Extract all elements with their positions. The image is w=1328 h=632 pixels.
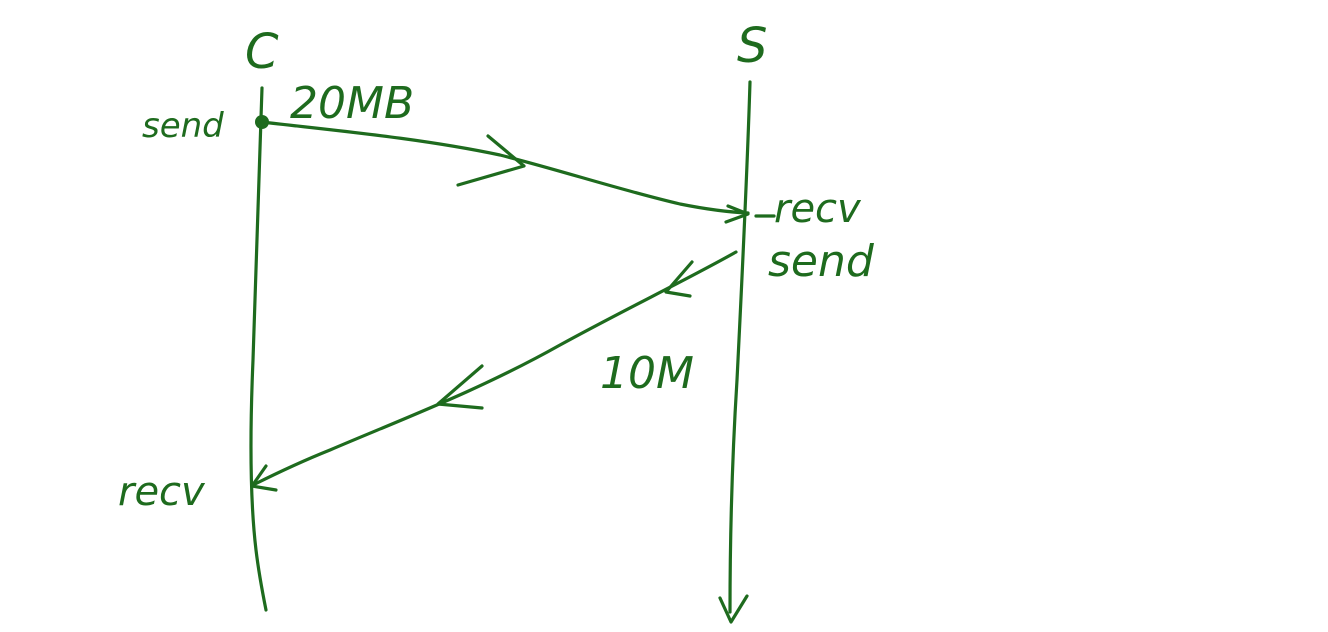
response-end-arrowhead xyxy=(250,464,278,492)
client-lifeline xyxy=(249,86,268,612)
response-arrow-line xyxy=(251,250,738,487)
server-label: S xyxy=(737,18,767,74)
response-size-label: 10M xyxy=(600,348,694,399)
client-send-label: send xyxy=(142,106,224,146)
client-recv-label: recv xyxy=(118,469,206,515)
server-lifeline-arrowhead xyxy=(718,594,749,624)
response-mid-arrowhead-1 xyxy=(664,260,694,298)
client-label: C xyxy=(245,24,279,80)
server-lifeline xyxy=(728,80,752,614)
request-size-label: 20MB xyxy=(290,78,414,129)
server-recv-label: recv xyxy=(774,186,862,232)
request-mid-arrowhead xyxy=(456,134,526,187)
request-arrow-line xyxy=(260,120,750,215)
request-end-arrowhead xyxy=(724,204,750,224)
server-send-label: send xyxy=(768,236,875,287)
response-mid-arrowhead-2 xyxy=(436,364,484,410)
